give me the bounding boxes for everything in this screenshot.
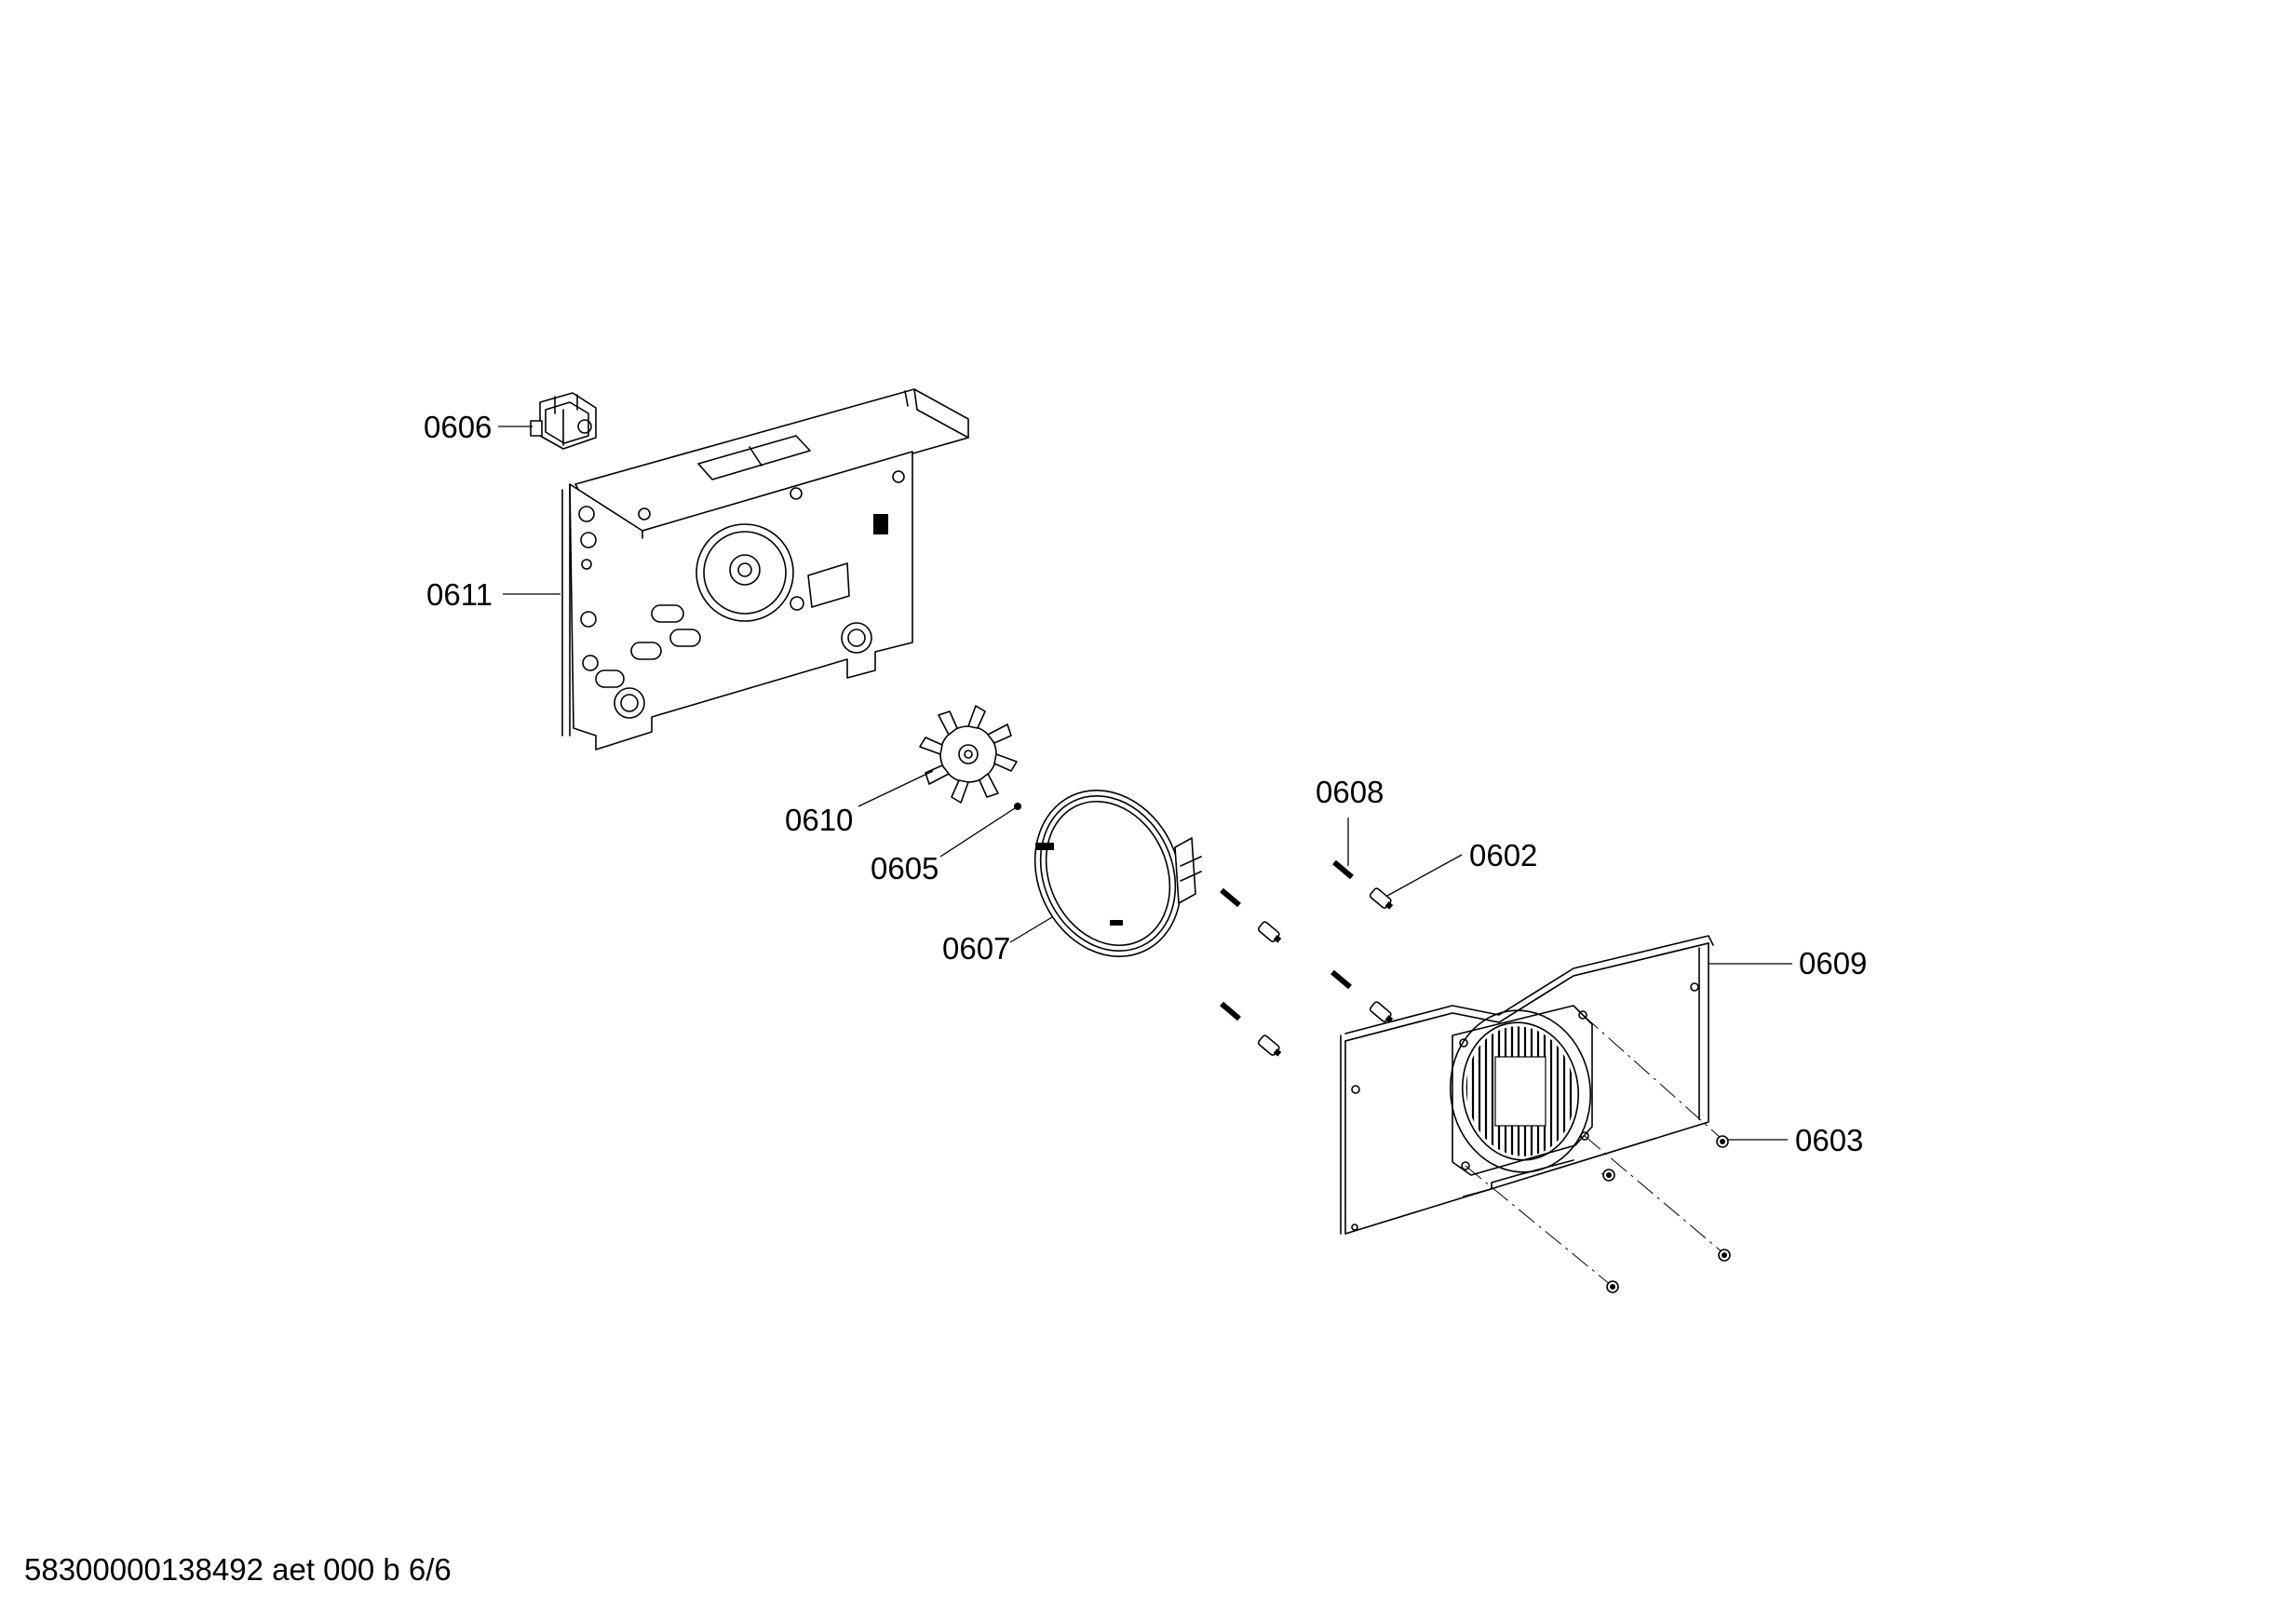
part-0608-pins xyxy=(1220,859,1354,1021)
part-0611-frame xyxy=(561,388,969,750)
part-0606-motor xyxy=(530,392,597,450)
callout-0610: 0610 xyxy=(785,803,853,837)
callout-0603: 0603 xyxy=(1795,1123,1863,1157)
callout-0606: 0606 xyxy=(424,410,492,444)
callout-0602: 0602 xyxy=(1469,838,1537,872)
document-id: 58300000138492 aet 000 b 6/6 xyxy=(24,1552,452,1587)
callout-0607: 0607 xyxy=(942,931,1010,966)
part-0609-fan-cover xyxy=(1340,935,1714,1235)
callout-0611: 0611 xyxy=(426,577,493,612)
part-0603-screws xyxy=(1465,1014,1731,1293)
callout-0605: 0605 xyxy=(871,851,939,886)
callout-0608: 0608 xyxy=(1316,775,1384,809)
part-0602-spacers xyxy=(1257,887,1394,1057)
leader-lines xyxy=(498,426,1792,1141)
part-0605-screw xyxy=(1014,803,1021,810)
callout-0609: 0609 xyxy=(1799,946,1867,980)
part-0610-fan-wheel xyxy=(919,705,1018,804)
part-0607-heating-ring xyxy=(1033,789,1202,958)
callout-labels: 0606 0611 0610 0605 0607 0608 0602 0609 … xyxy=(424,410,1867,1157)
